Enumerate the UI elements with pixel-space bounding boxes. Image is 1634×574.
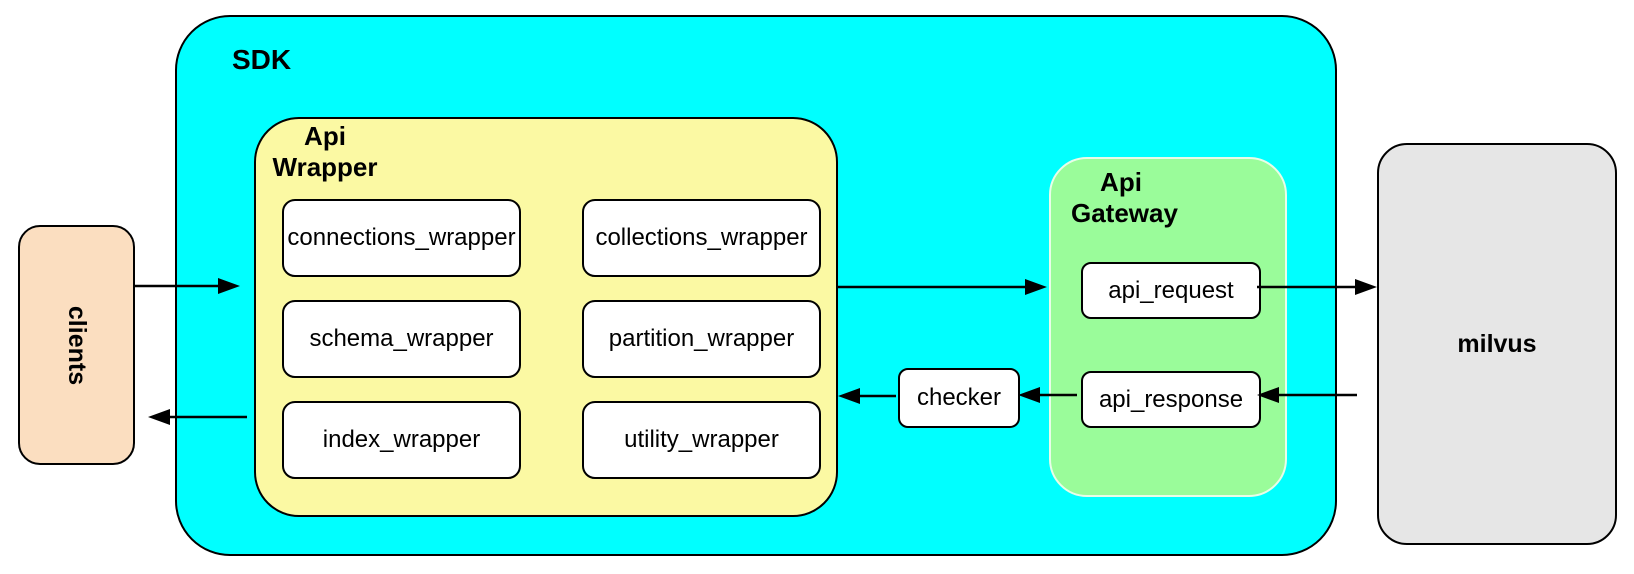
checker-node: checker	[898, 368, 1020, 428]
api-gateway-label: Api Gateway	[1071, 167, 1178, 228]
box-partition-wrapper: partition_wrapper	[582, 300, 821, 378]
clients-label: clients	[62, 305, 91, 385]
api-wrapper-label-line1: Api	[304, 121, 346, 151]
box-connections-wrapper-label: connections_wrapper	[287, 224, 516, 251]
box-api-response-label: api_response	[1098, 385, 1244, 413]
sdk-container: SDK Api Wrapper connections_wrapper coll…	[175, 15, 1337, 556]
sdk-label: SDK	[232, 44, 292, 75]
box-utility-wrapper: utility_wrapper	[582, 401, 821, 479]
api-gateway-label-line1: Api	[1100, 167, 1142, 197]
box-index-wrapper: index_wrapper	[282, 401, 521, 479]
box-api-request-label: api_request	[1108, 276, 1234, 304]
box-index-wrapper-label: index_wrapper	[322, 426, 481, 453]
api-gateway-container: Api Gateway api_request api_response	[1049, 157, 1287, 497]
box-api-response: api_response	[1081, 371, 1261, 428]
box-schema-wrapper: schema_wrapper	[282, 300, 521, 378]
milvus-node: milvus	[1377, 143, 1617, 545]
api-gateway-label-line2: Gateway	[1071, 197, 1178, 228]
milvus-label: milvus	[1457, 329, 1537, 358]
box-api-request: api_request	[1081, 262, 1261, 319]
box-collections-wrapper: collections_wrapper	[582, 199, 821, 277]
box-connections-wrapper: connections_wrapper	[282, 199, 521, 277]
api-wrapper-container: Api Wrapper connections_wrapper collecti…	[254, 117, 838, 517]
api-wrapper-label: Api Wrapper	[266, 121, 384, 182]
box-utility-wrapper-label: utility_wrapper	[624, 426, 779, 453]
box-collections-wrapper-label: collections_wrapper	[595, 224, 808, 251]
box-partition-wrapper-label: partition_wrapper	[608, 325, 795, 352]
checker-label: checker	[916, 384, 1002, 411]
clients-node: clients	[18, 225, 135, 465]
api-wrapper-label-line2: Wrapper	[272, 151, 378, 182]
box-schema-wrapper-label: schema_wrapper	[309, 325, 494, 352]
